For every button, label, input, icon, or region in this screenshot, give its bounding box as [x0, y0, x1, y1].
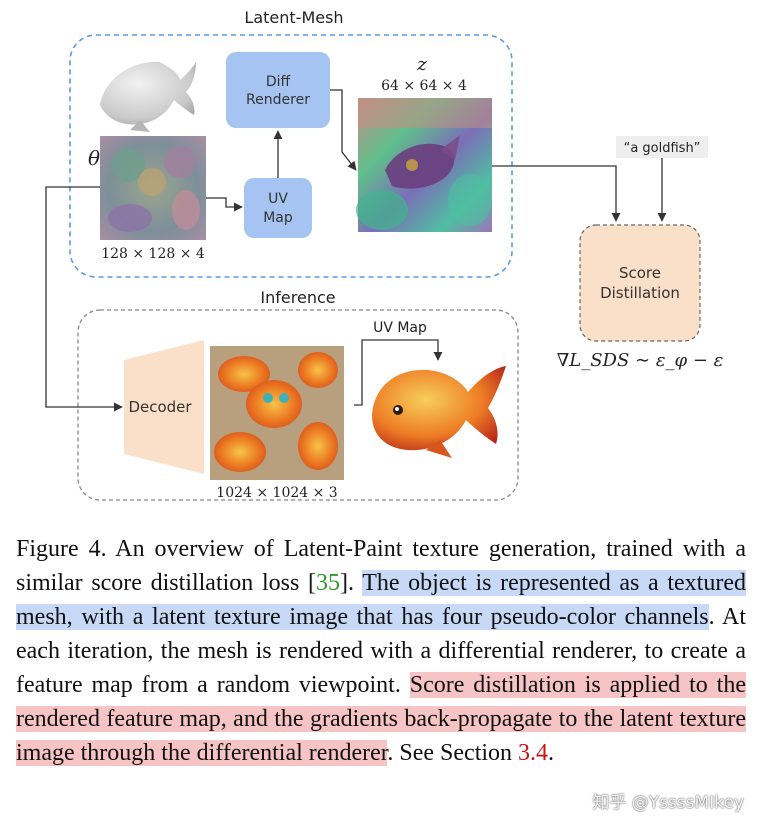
caption-text-4: . See Section [387, 740, 519, 766]
output-texture-image [210, 346, 344, 480]
theta-symbol: θ [88, 146, 100, 170]
arrow-texture-to-uvmap [206, 197, 243, 212]
decoder-label: Decoder [128, 398, 192, 416]
inference-title: Inference [260, 288, 335, 307]
diagram: Latent-Mesh θ 128 × 128 × 4 Diff Rendere… [45, 8, 724, 501]
z-symbol: z [416, 54, 427, 75]
uv-map-arrow-label: UV Map [373, 320, 427, 336]
goldfish-render [372, 366, 506, 458]
latent-dims-label: 64 × 64 × 4 [381, 78, 467, 94]
figure-caption: Figure 4. An overview of Latent-Paint te… [16, 532, 746, 770]
gray-mesh-image [100, 61, 196, 132]
texture-dims-label: 128 × 128 × 4 [101, 246, 205, 262]
latent-texture-image [100, 136, 206, 240]
diff-renderer-box [226, 52, 330, 128]
watermark: 知乎 @YssssMIkey [592, 793, 744, 813]
uv-map-box [244, 178, 312, 238]
caption-text-2: ]. [339, 570, 363, 596]
latent-mesh-group [69, 34, 513, 278]
caption-text-1: An overview of Latent-Paint texture gene… [16, 536, 746, 596]
uv-map-label-2: Map [263, 210, 293, 226]
diff-renderer-label-2: Renderer [246, 92, 310, 108]
inference-group [77, 309, 519, 501]
score-distillation-label-2: Distillation [600, 284, 680, 302]
arrow-latent-to-score [492, 165, 621, 222]
decoder-shape [124, 340, 204, 474]
diff-renderer-label-1: Diff [266, 74, 291, 90]
arrow-texture-to-fish [354, 339, 443, 406]
prompt-chip [616, 136, 708, 158]
latent-mesh-title: Latent-Mesh [244, 8, 343, 27]
citation-link[interactable]: 35 [315, 570, 340, 596]
caption-text-3: . At each iteration, the mesh is rendere… [16, 604, 746, 698]
caption-text-5: . [548, 740, 555, 766]
output-dims-label: 1024 × 1024 × 3 [216, 485, 337, 501]
caption-label: Figure 4. [16, 536, 107, 562]
section-link[interactable]: 3.4 [518, 740, 549, 766]
sds-loss-formula: ∇L_SDS ∼ ε_φ − ε [557, 350, 724, 371]
arrow-renderer-to-latent [330, 89, 357, 171]
arrow-theta-to-decoder [45, 186, 123, 412]
score-distillation-label-1: Score [619, 264, 661, 282]
score-distillation-box [579, 224, 701, 342]
prompt-text: “a goldfish” [624, 141, 701, 156]
latent-feature-image [356, 98, 492, 232]
uv-map-label-1: UV [268, 191, 288, 207]
